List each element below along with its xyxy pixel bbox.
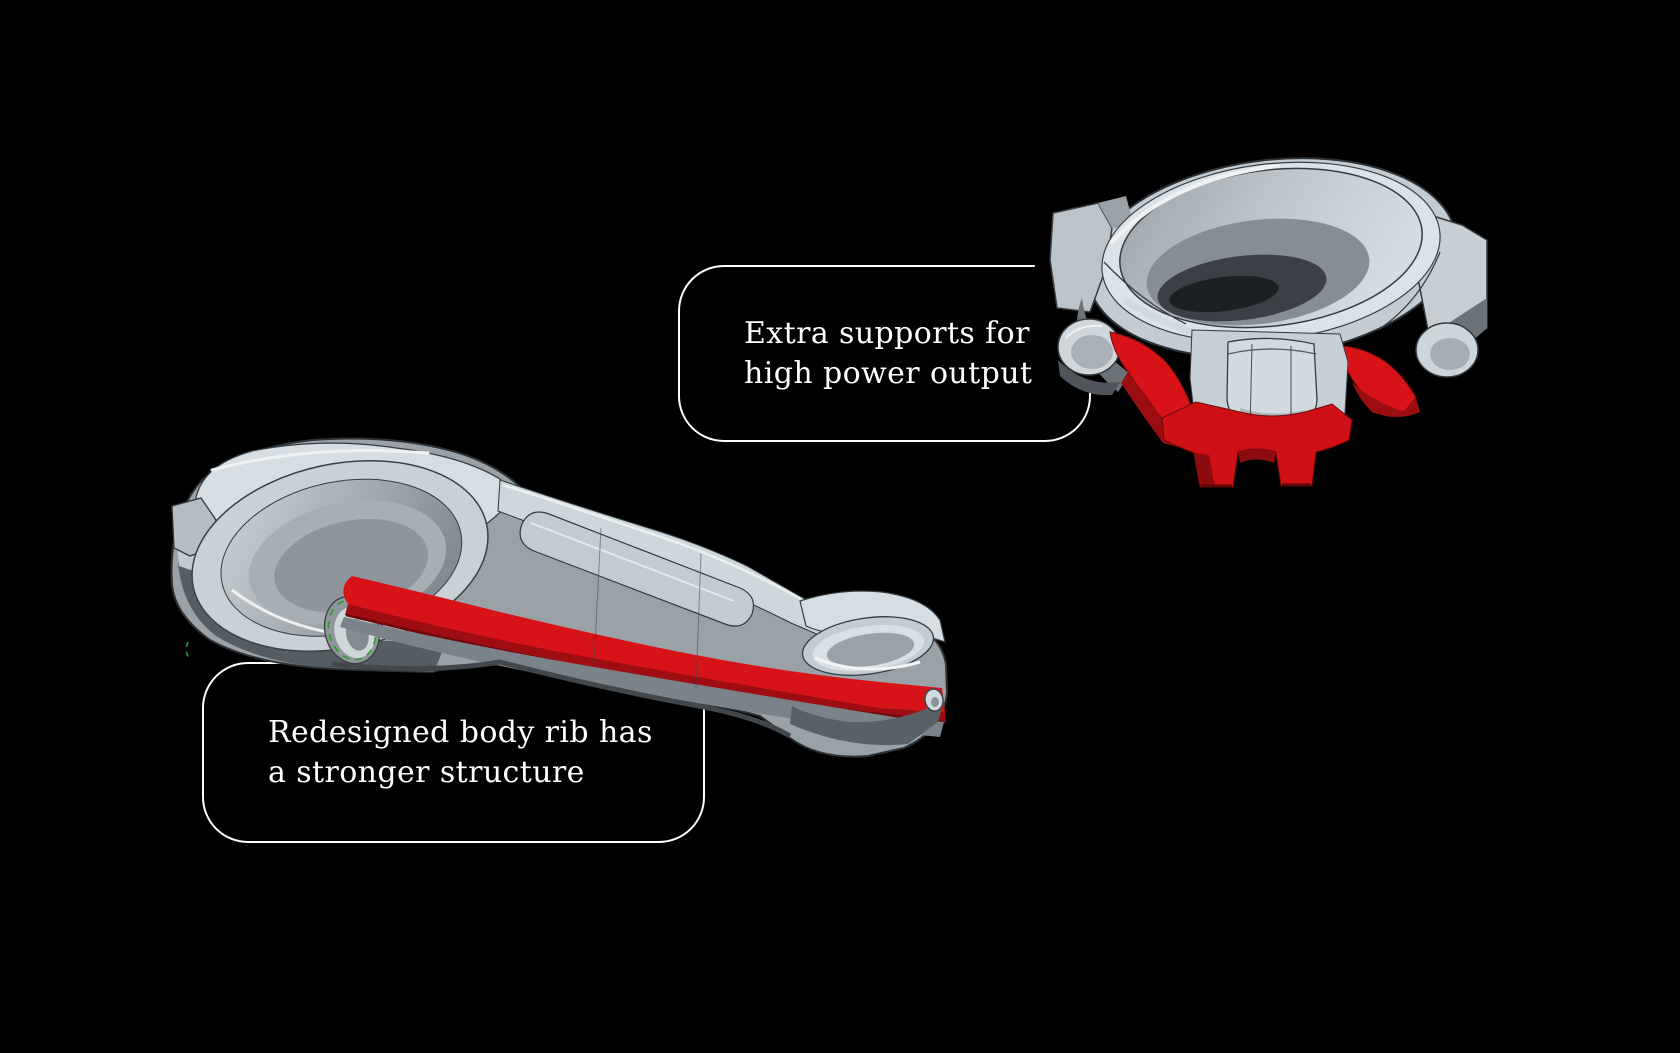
rod-beam-top-highlight (502, 483, 802, 601)
rod-bigend-underside (178, 562, 446, 672)
cap-blend-line-left (1103, 261, 1187, 325)
rod-smallend-bore (801, 616, 935, 676)
cap-right-support-shade-red (1352, 382, 1420, 417)
cap-blend-line-right (1377, 251, 1441, 331)
rod-beam-bottom-edge (331, 659, 792, 739)
cap-red-feet-bottom-edge (1201, 483, 1311, 488)
callout-extra-supports-line1: Extra supports for (744, 315, 1030, 351)
callout-body-rib-line1: Redesigned body rib has (268, 714, 653, 750)
rod-smallend-bore-floor (826, 632, 915, 667)
cap-left-boss-shadow (1058, 360, 1120, 396)
cap-pocket-lip (1227, 348, 1317, 355)
rod-smallend-bore-highlight (814, 656, 921, 671)
rod-section-line-a (593, 527, 602, 665)
cap-red-feet-notch-shade (1238, 449, 1276, 463)
cap-left-support-shade-red (1121, 372, 1198, 452)
rod-cap-illustration (1032, 101, 1520, 519)
rod-oil-hole-inner (931, 697, 939, 707)
cap-left-bolt-hole (1071, 335, 1113, 369)
rod-bigend-top-highlight (210, 449, 430, 472)
rod-body-rib-highlight-red (343, 576, 945, 712)
connecting-rod-illustration (167, 428, 981, 778)
cap-underside-left (1076, 298, 1130, 392)
callout-body-rib-line2: a stronger structure (268, 754, 585, 790)
cap-red-feet-shade-left (1194, 453, 1215, 487)
callout-extra-supports: Extra supports for high power output (678, 265, 1091, 442)
cap-rim-highlight (1110, 164, 1280, 244)
rod-thread-mark-left (185, 641, 191, 661)
cap-right-bolt-hole (1430, 338, 1470, 370)
cap-left-boss-highlight (1065, 324, 1103, 339)
rod-body-rib-shade-red (345, 604, 946, 723)
rod-smallend-underside (790, 700, 944, 746)
rod-section-line-b (695, 552, 702, 690)
cap-bore-deep-shadow (1169, 275, 1279, 313)
callout-extra-supports-line2: high power output (744, 355, 1033, 391)
